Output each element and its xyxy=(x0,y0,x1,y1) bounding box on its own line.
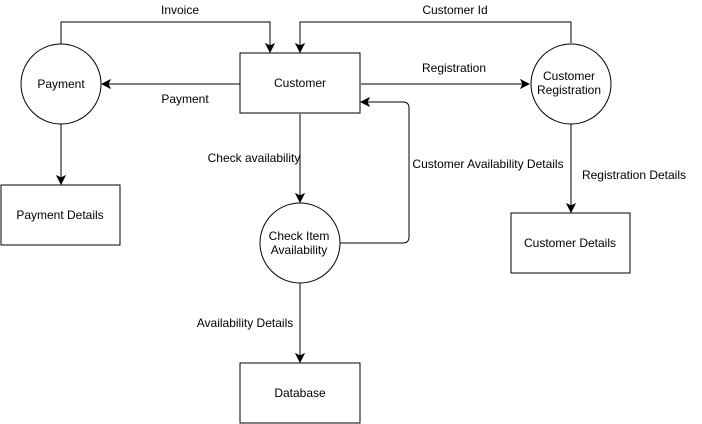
edge-label-check-availability: Check availability xyxy=(208,151,301,165)
edge-customer-id xyxy=(300,21,572,52)
edge-label-registration: Registration xyxy=(422,61,486,75)
payment-process-label: Payment xyxy=(37,77,85,91)
payment-process[interactable] xyxy=(20,43,102,125)
edge-customer-availability-details xyxy=(340,102,410,244)
nodes: Customer Payment Customer Registration P… xyxy=(0,43,631,424)
customer-label: Customer xyxy=(274,76,326,90)
edge-label-invoice: Invoice xyxy=(161,3,199,17)
edge-label-customer-id: Customer Id xyxy=(422,3,487,17)
customer-details-store[interactable] xyxy=(510,212,631,274)
payment-details-label: Payment Details xyxy=(16,208,103,222)
database-label: Database xyxy=(274,386,326,400)
customer-registration-process[interactable] xyxy=(530,43,612,125)
edges xyxy=(60,21,572,362)
check-item-availability-label-line1: Check Item xyxy=(269,229,330,243)
customer-registration-label-line2: Registration xyxy=(537,83,601,97)
database-store[interactable] xyxy=(239,362,361,424)
check-item-availability-label-line2: Availability xyxy=(271,243,327,257)
check-item-availability-process[interactable] xyxy=(259,202,341,284)
edge-label-payment: Payment xyxy=(161,92,209,106)
payment-details-store[interactable] xyxy=(0,184,121,246)
edge-label-availability-details: Availability Details xyxy=(197,316,294,330)
customer-details-label: Customer Details xyxy=(524,236,616,250)
edge-labels: Invoice Customer Id Payment Registration… xyxy=(161,3,686,330)
edge-invoice xyxy=(60,21,270,53)
customer-registration-label-line1: Customer xyxy=(543,69,595,83)
customer-entity[interactable] xyxy=(239,52,361,114)
edge-label-registration-details: Registration Details xyxy=(582,168,686,182)
edge-label-customer-availability-details: Customer Availability Details xyxy=(412,157,563,171)
